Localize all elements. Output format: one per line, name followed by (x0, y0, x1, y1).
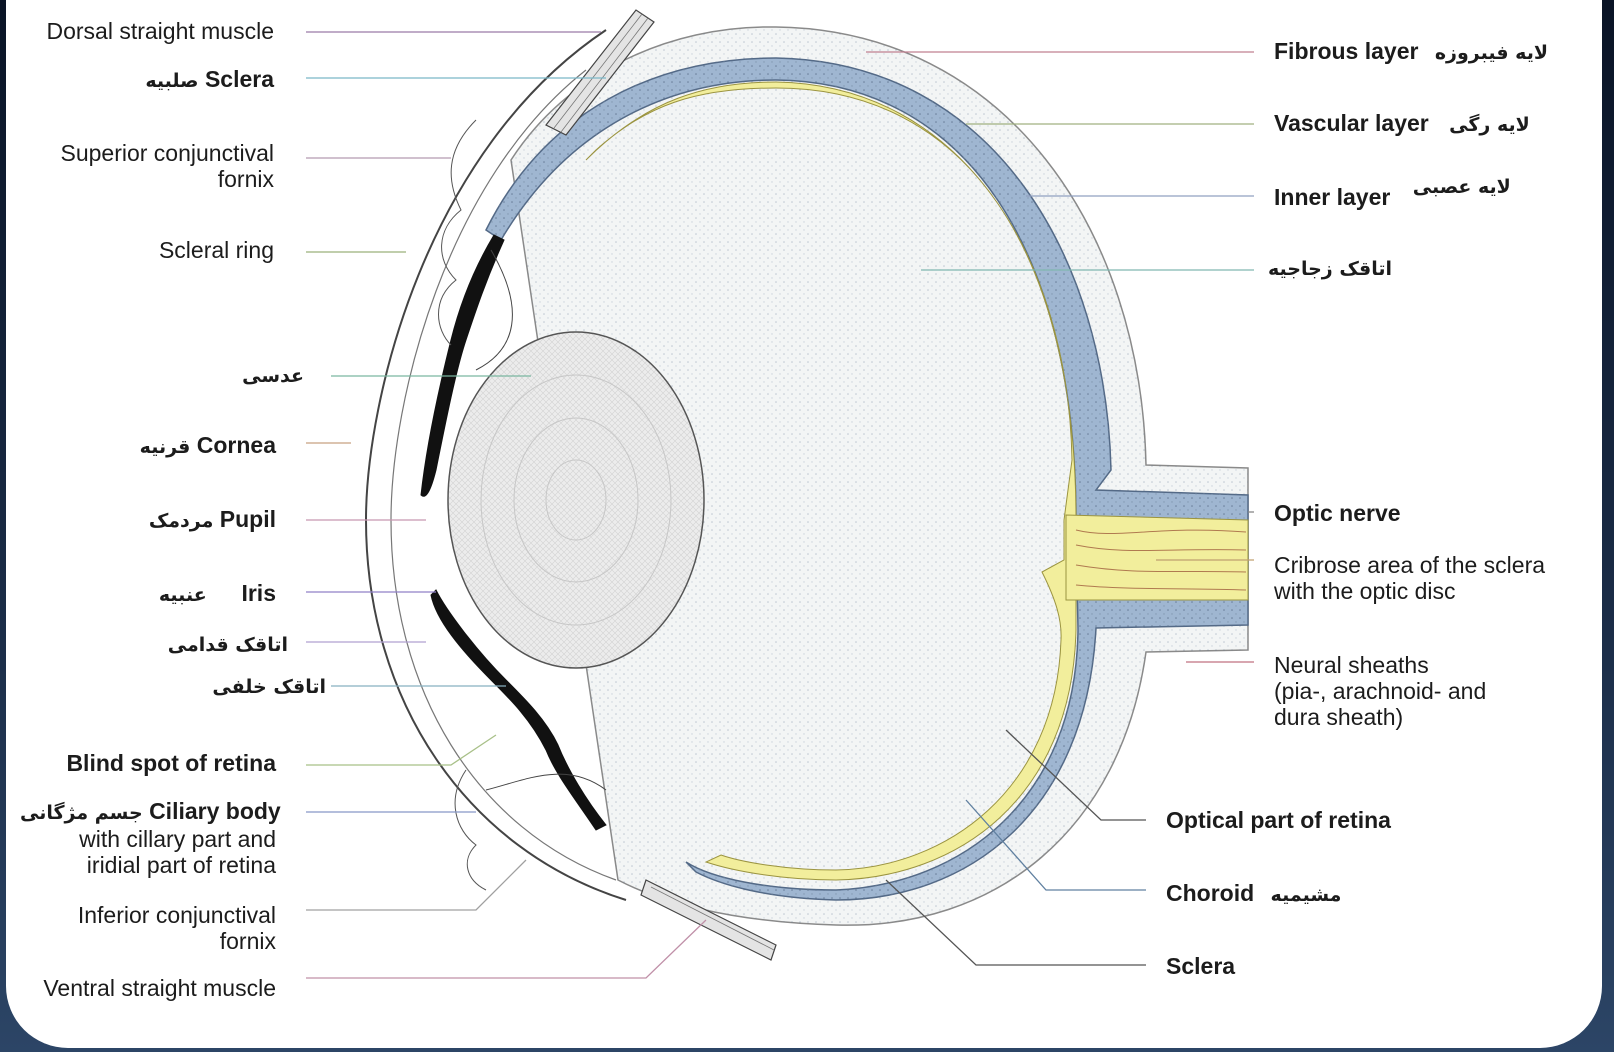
label-ventral-muscle: Ventral straight muscle (26, 975, 276, 1001)
label-anterior-chamber-fa: اتاقک قدامی (106, 632, 288, 658)
label-optic-nerve: Optic nerve (1274, 500, 1401, 526)
label-pupil: مردمک Pupil (26, 506, 276, 534)
label-blind-spot: Blind spot of retina (26, 750, 276, 776)
label-vitreous-chamber-fa: اتاقک زجاجیه (1268, 256, 1392, 282)
diagram-card: Dorsal straight muscle صلبیه Sclera Supe… (6, 0, 1602, 1048)
label-vascular-layer: Vascular layer لایه رگی (1274, 110, 1530, 138)
label-iris: عنبیه Iris (26, 580, 276, 608)
label-dorsal-muscle: Dorsal straight muscle (26, 18, 274, 44)
label-sclera-top: صلبیه Sclera (26, 66, 274, 94)
label-inferior-fornix: Inferior conjunctival fornix (26, 902, 276, 954)
label-lens-fa: عدسی (156, 363, 304, 389)
lens (448, 332, 704, 668)
optic-nerve (1066, 515, 1248, 600)
label-choroid: Choroid مشیمیه (1166, 880, 1341, 908)
label-optical-retina: Optical part of retina (1166, 807, 1391, 833)
label-inner-layer: Inner layer لایه عصبی (1274, 184, 1511, 212)
label-scleral-ring: Scleral ring (26, 237, 274, 263)
label-cribrose-area: Cribrose area of the sclera with the opt… (1274, 552, 1545, 604)
label-fibrous-layer: Fibrous layer لایه فیبروزه (1274, 38, 1548, 66)
label-neural-sheaths: Neural sheaths (pia-, arachnoid- and dur… (1274, 652, 1486, 730)
label-sclera-bottom: Sclera (1166, 953, 1235, 979)
label-posterior-chamber-fa: اتاقک خلفی (146, 674, 326, 700)
label-ciliary-body: جسم مژگانی Ciliary body with cillary par… (20, 798, 276, 878)
label-sclera-fa: صلبیه (145, 70, 198, 92)
label-cornea: قرنیه Cornea (26, 432, 276, 460)
label-sclera-en: Sclera (205, 66, 274, 92)
label-superior-fornix: Superior conjunctival fornix (26, 140, 274, 192)
